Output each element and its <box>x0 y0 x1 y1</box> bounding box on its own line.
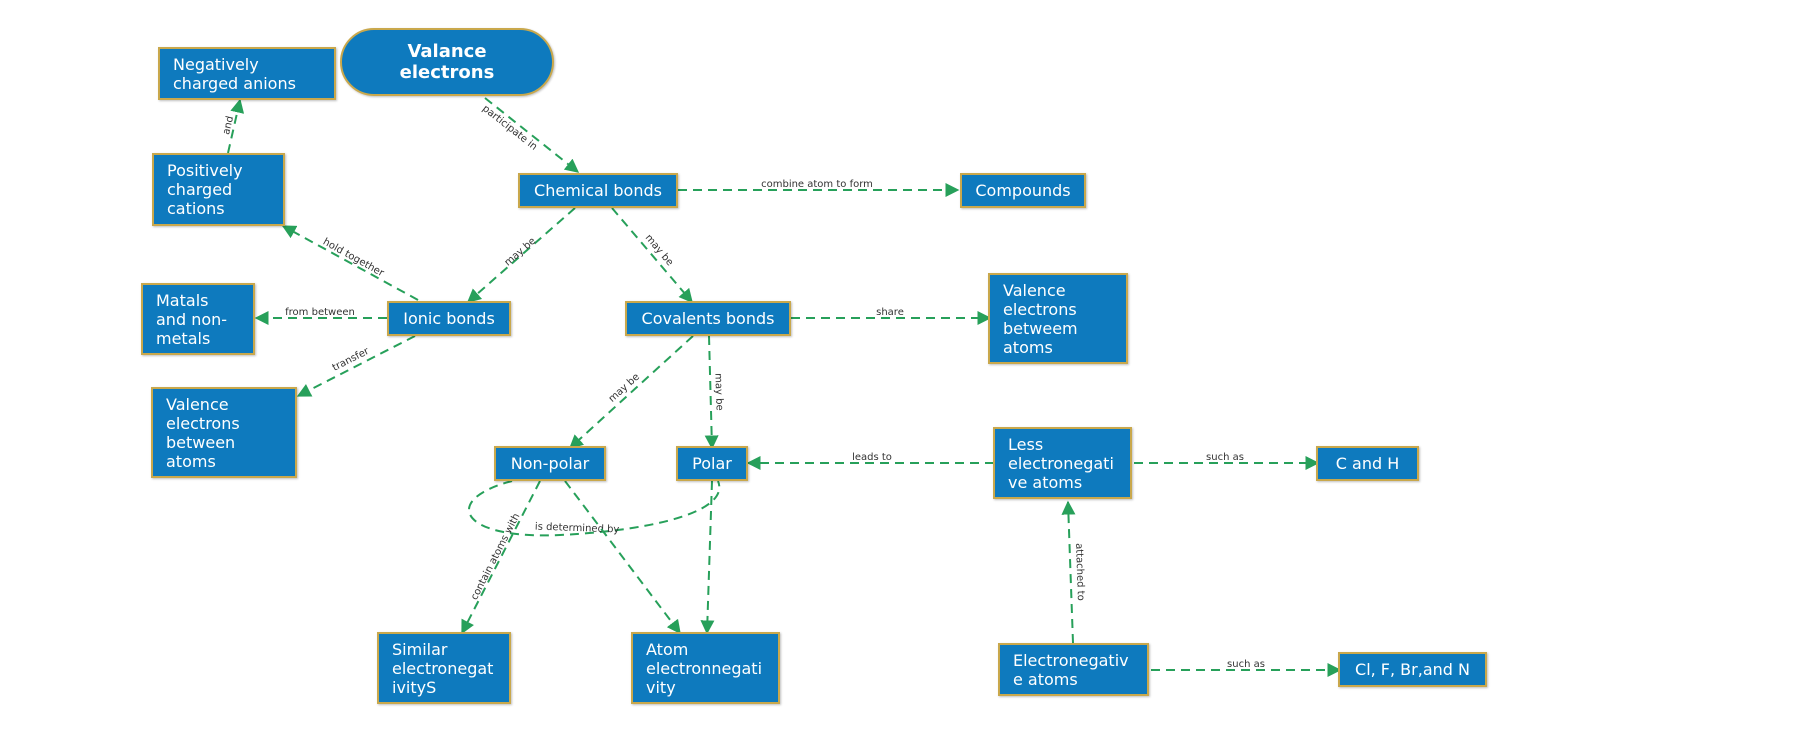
node-ionic-bonds-label: Ionic bonds <box>403 309 495 328</box>
node-electronegative-atoms[interactable]: Electronegativ e atoms <box>998 643 1149 696</box>
node-similar-electronegativity-label: Similar electronegat ivityS <box>392 639 494 697</box>
label-such-as-2: such as <box>1227 659 1265 670</box>
edge-hold-together <box>281 225 419 301</box>
edge-attached-to <box>1061 500 1076 644</box>
label-attached-to: attached to <box>1073 543 1086 601</box>
label-from-between: from between <box>285 307 355 318</box>
node-atom-electronegativity[interactable]: Atom electronnegati vity <box>631 632 780 704</box>
node-negatively-charged-anions[interactable]: Negatively charged anions <box>158 47 336 100</box>
edge-participate-in <box>484 97 580 173</box>
node-covalents-bonds[interactable]: Covalents bonds <box>625 301 791 336</box>
label-may-be-covalent: may be <box>643 233 676 269</box>
node-less-electronegative-atoms[interactable]: Less electronegati ve atoms <box>993 427 1132 499</box>
label-is-determined-by: is determined by <box>535 522 620 536</box>
node-electronegative-atoms-label: Electronegativ e atoms <box>1013 650 1129 689</box>
node-non-polar-label: Non-polar <box>510 454 590 473</box>
node-polar[interactable]: Polar <box>676 446 748 481</box>
node-metals-nonmetals-label: Matals and non- metals <box>156 290 228 348</box>
edge-may-be-nonpolar <box>568 335 694 449</box>
node-negatively-charged-anions-label: Negatively charged anions <box>173 54 296 93</box>
node-cl-f-br-n[interactable]: Cl, F, Br,and N <box>1338 652 1487 687</box>
label-hold-together: hold together <box>321 237 386 280</box>
edge-may-be-polar <box>704 335 719 450</box>
edge-is-determined-by <box>468 480 721 537</box>
node-valence-electrons-betweem-atoms-label: Valence electrons betweem atoms <box>1003 280 1078 357</box>
node-non-polar[interactable]: Non-polar <box>494 446 606 481</box>
edge-may-be-covalent <box>611 207 693 304</box>
label-contain-atoms-with: contain atoms with <box>469 512 522 602</box>
edge-contain-atoms-with <box>461 480 541 635</box>
label-and: and <box>221 115 236 136</box>
node-c-and-h[interactable]: C and H <box>1316 446 1419 481</box>
node-covalents-bonds-label: Covalents bonds <box>641 309 775 328</box>
label-share: share <box>876 307 904 318</box>
node-similar-electronegativity[interactable]: Similar electronegat ivityS <box>377 632 511 704</box>
node-metals-nonmetals[interactable]: Matals and non- metals <box>141 283 255 355</box>
node-ionic-bonds[interactable]: Ionic bonds <box>387 301 511 336</box>
node-compounds[interactable]: Compounds <box>960 173 1086 208</box>
node-valence-electrons-between-atoms-label: Valence electrons between atoms <box>166 394 240 471</box>
node-valence-electrons-betweem-atoms[interactable]: Valence electrons betweem atoms <box>988 273 1128 364</box>
node-atom-electronegativity-label: Atom electronnegati vity <box>646 639 763 697</box>
node-cl-f-br-n-label: Cl, F, Br,and N <box>1355 660 1470 679</box>
node-less-electronegative-atoms-label: Less electronegati ve atoms <box>1008 434 1114 492</box>
label-such-as-1: such as <box>1206 452 1244 463</box>
edge-polar-atom <box>700 480 715 635</box>
node-c-and-h-label: C and H <box>1335 454 1400 473</box>
label-combine-atom: combine atom to form <box>761 179 873 190</box>
label-participate-in: participate in <box>480 103 539 153</box>
node-positively-charged-cations[interactable]: Positively charged cations <box>152 153 285 226</box>
node-chemical-bonds[interactable]: Chemical bonds <box>518 173 678 208</box>
node-valance-electrons[interactable]: Valance electrons <box>340 28 554 96</box>
node-compounds-label: Compounds <box>975 181 1071 200</box>
label-may-be-ionic: may be <box>503 236 538 269</box>
label-leads-to: leads to <box>852 452 892 463</box>
node-valance-electrons-label: Valance electrons <box>399 41 495 83</box>
edge-may-be-ionic <box>466 207 576 303</box>
edge-nonpolar-atom <box>564 480 681 635</box>
edge-and <box>227 98 245 154</box>
node-chemical-bonds-label: Chemical bonds <box>534 181 662 200</box>
label-may-be-polar: may be <box>712 373 724 411</box>
node-valence-electrons-between-atoms[interactable]: Valence electrons between atoms <box>151 387 297 478</box>
node-positively-charged-cations-label: Positively charged cations <box>167 161 243 218</box>
node-polar-label: Polar <box>692 454 732 473</box>
label-transfer: transfer <box>331 346 372 374</box>
edge-transfer <box>296 335 416 397</box>
